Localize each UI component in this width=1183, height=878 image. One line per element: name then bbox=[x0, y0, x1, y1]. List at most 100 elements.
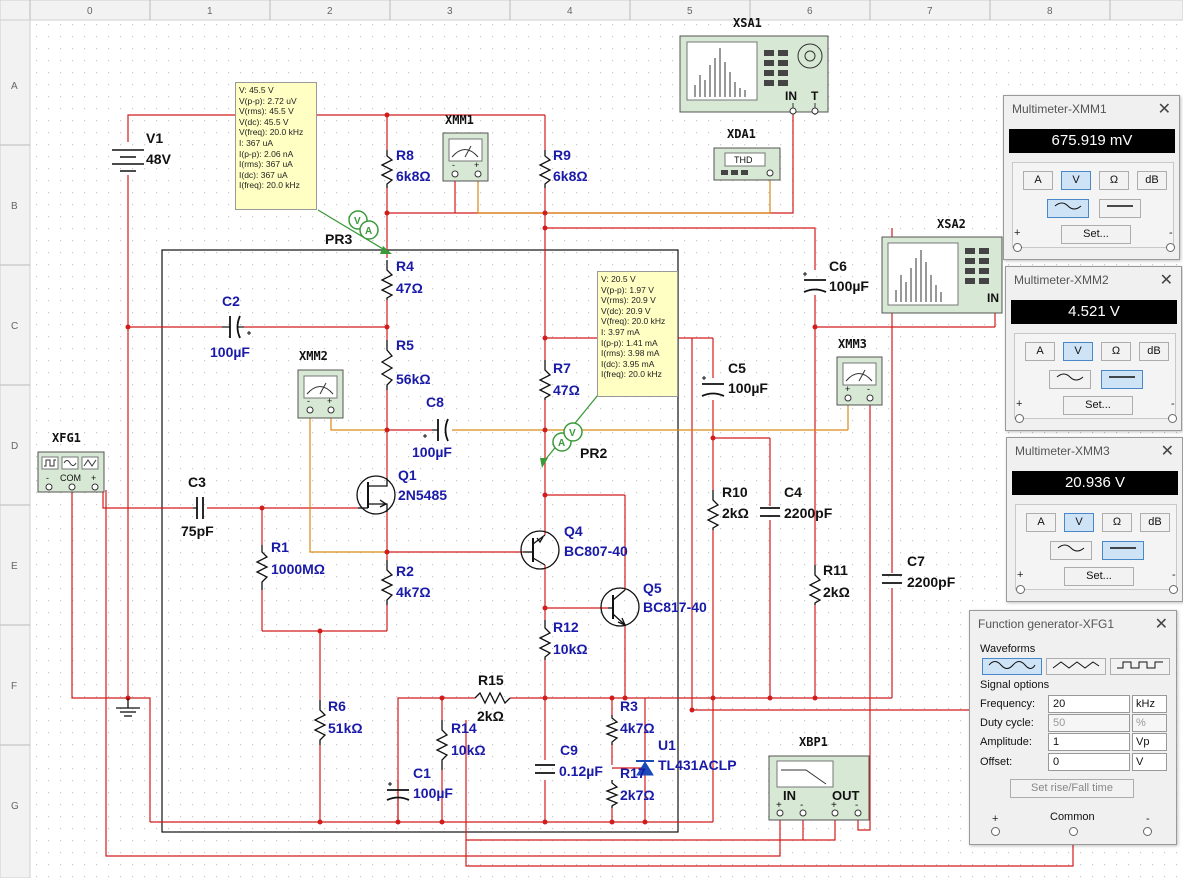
probe-pr3[interactable]: V A bbox=[317, 209, 392, 254]
decibel-button[interactable]: dB bbox=[1137, 171, 1167, 190]
multimeter-xmm2-symbol[interactable]: - + bbox=[297, 369, 344, 419]
amps-button[interactable]: A bbox=[1025, 342, 1055, 361]
rise-fall-time-button[interactable]: Set rise/Fall time bbox=[1010, 779, 1134, 798]
dc-mode-button[interactable] bbox=[1101, 370, 1143, 389]
multimeter-xmm1-symbol[interactable]: - + bbox=[442, 132, 489, 182]
ac-wave-icon bbox=[1056, 373, 1084, 381]
minus-terminal[interactable] bbox=[1169, 585, 1178, 594]
bode-plotter-xbp1[interactable]: + - + - bbox=[768, 755, 870, 821]
minus-terminal[interactable] bbox=[1168, 414, 1177, 423]
offset-input[interactable]: 0 bbox=[1048, 753, 1130, 771]
volts-button[interactable]: V bbox=[1064, 513, 1094, 532]
resistor-r8 bbox=[380, 150, 394, 188]
close-icon[interactable]: ✕ bbox=[1160, 443, 1174, 460]
settings-button[interactable]: Set... bbox=[1064, 567, 1134, 586]
ruler-row-label: G bbox=[11, 801, 19, 812]
minus-terminal[interactable] bbox=[1166, 243, 1175, 252]
ohms-button[interactable]: Ω bbox=[1099, 171, 1129, 190]
triangle-wave-button[interactable] bbox=[1046, 658, 1106, 675]
volts-button[interactable]: V bbox=[1061, 171, 1091, 190]
settings-button[interactable]: Set... bbox=[1061, 225, 1131, 244]
transistor-q5[interactable] bbox=[600, 587, 640, 627]
ruler-col-label: 2 bbox=[327, 6, 333, 17]
probe-reading-line: V(rms): 45.5 V bbox=[239, 106, 294, 117]
amps-button[interactable]: A bbox=[1026, 513, 1056, 532]
shunt-regulator-u1[interactable] bbox=[636, 760, 654, 776]
square-wave-button[interactable] bbox=[1110, 658, 1170, 675]
multimeter-reading: 4.521 V bbox=[1011, 300, 1177, 324]
multimeter-xmm2-window[interactable]: Multimeter-XMM2 ✕ 4.521 V A V Ω dB Set..… bbox=[1005, 266, 1182, 431]
transistor-q1[interactable] bbox=[356, 475, 396, 515]
multimeter-xmm3-symbol[interactable]: + - bbox=[836, 356, 883, 406]
frequency-input[interactable]: 20 bbox=[1048, 695, 1130, 713]
v1-ref: V1 bbox=[146, 130, 163, 146]
amplitude-input[interactable]: 1 bbox=[1048, 733, 1130, 751]
distortion-analyzer-xda1[interactable] bbox=[713, 147, 781, 181]
probe-pr2[interactable]: A V bbox=[540, 394, 599, 468]
spectrum-analyzer-xsa2[interactable] bbox=[881, 236, 1003, 314]
offset-unit[interactable]: V bbox=[1132, 753, 1167, 771]
r15-ref: R15 bbox=[478, 672, 504, 688]
triangle-wave-icon bbox=[1052, 661, 1100, 669]
multimeter-xmm3-window[interactable]: Multimeter-XMM3 ✕ 20.936 V A V Ω dB Set.… bbox=[1006, 437, 1183, 602]
r2-value: 4k7Ω bbox=[396, 584, 431, 600]
probe-reading-line: V(rms): 20.9 V bbox=[601, 295, 656, 306]
battery-v1[interactable] bbox=[112, 149, 144, 172]
probe-reading-line: I: 367 uA bbox=[239, 137, 274, 148]
c8-value: 100µF bbox=[412, 444, 452, 460]
resistor-r2 bbox=[380, 560, 394, 605]
multimeter-xmm1-window[interactable]: Multimeter-XMM1 ✕ 675.919 mV A V Ω dB Se… bbox=[1003, 95, 1180, 260]
dc-mode-button[interactable] bbox=[1099, 199, 1141, 218]
plus-terminal-label: + bbox=[1016, 398, 1023, 410]
xmm1-plus: + bbox=[474, 160, 479, 170]
ruler-row-label: E bbox=[11, 561, 18, 572]
ac-mode-button[interactable] bbox=[1050, 541, 1092, 560]
c3-ref: C3 bbox=[188, 474, 206, 490]
c2-ref: C2 bbox=[222, 293, 240, 309]
resistor-r17 bbox=[605, 780, 619, 808]
xfg1-minus: - bbox=[46, 473, 49, 483]
plus-terminal[interactable] bbox=[991, 827, 1000, 836]
dc-mode-button[interactable] bbox=[1102, 541, 1144, 560]
transistor-q4[interactable] bbox=[520, 530, 560, 570]
close-icon[interactable]: ✕ bbox=[1154, 616, 1168, 633]
r2-ref: R2 bbox=[396, 563, 414, 579]
ohms-button[interactable]: Ω bbox=[1102, 513, 1132, 532]
ohms-button[interactable]: Ω bbox=[1101, 342, 1131, 361]
common-terminal[interactable] bbox=[1069, 827, 1078, 836]
ac-mode-button[interactable] bbox=[1049, 370, 1091, 389]
multimeter-panel: A V Ω dB Set... bbox=[1015, 504, 1177, 590]
minus-terminal[interactable] bbox=[1143, 827, 1152, 836]
probe-reading-line: I(dc): 367 uA bbox=[239, 169, 288, 180]
amplitude-unit[interactable]: Vp bbox=[1132, 733, 1167, 751]
decibel-button[interactable]: dB bbox=[1140, 513, 1170, 532]
volts-button[interactable]: V bbox=[1063, 342, 1093, 361]
probe-reading-line: I(rms): 367 uA bbox=[239, 159, 293, 170]
function-generator-xfg1-symbol[interactable]: - COM + bbox=[37, 451, 105, 493]
xbp1-out-label: OUT bbox=[832, 788, 860, 803]
pr3-label: PR3 bbox=[325, 231, 352, 247]
sine-wave-button[interactable] bbox=[982, 658, 1042, 675]
multimeter-reading: 20.936 V bbox=[1012, 471, 1178, 495]
pr2-label: PR2 bbox=[580, 445, 607, 461]
close-icon[interactable]: ✕ bbox=[1157, 101, 1171, 118]
ruler-col-label: 4 bbox=[567, 6, 573, 17]
settings-button[interactable]: Set... bbox=[1063, 396, 1133, 415]
amps-button[interactable]: A bbox=[1023, 171, 1053, 190]
c5-value: 100µF bbox=[728, 380, 768, 396]
duty-cycle-label: Duty cycle: bbox=[980, 717, 1034, 729]
capacitors bbox=[193, 279, 902, 801]
decibel-button[interactable]: dB bbox=[1139, 342, 1169, 361]
function-generator-window[interactable]: Function generator-XFG1 ✕ Waveforms Sign… bbox=[969, 610, 1177, 845]
frequency-unit[interactable]: kHz bbox=[1132, 695, 1167, 713]
plus-terminal[interactable] bbox=[1015, 414, 1024, 423]
plus-terminal[interactable] bbox=[1013, 243, 1022, 252]
plus-terminal[interactable] bbox=[1016, 585, 1025, 594]
minus-terminal-label: - bbox=[1172, 569, 1176, 581]
spectrum-analyzer-xsa1[interactable] bbox=[679, 35, 829, 115]
duty-cycle-unit[interactable]: % bbox=[1132, 714, 1167, 732]
close-icon[interactable]: ✕ bbox=[1159, 272, 1173, 289]
duty-cycle-input[interactable]: 50 bbox=[1048, 714, 1130, 732]
ac-mode-button[interactable] bbox=[1047, 199, 1089, 218]
